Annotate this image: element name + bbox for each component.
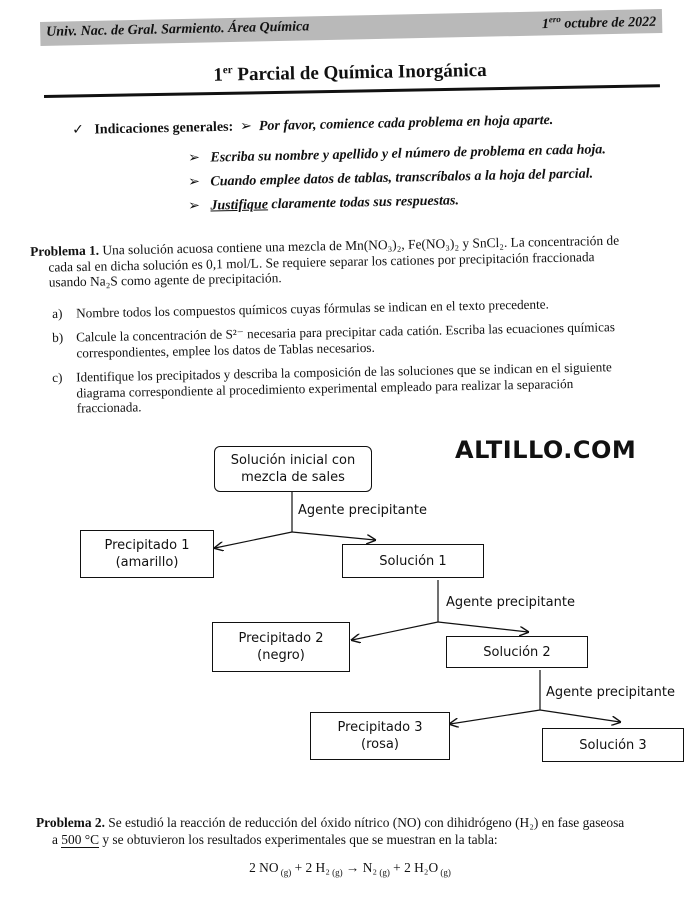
box-precipitado-1: Precipitado 1(amarillo) <box>80 530 214 578</box>
arrow-to-precipitado-2 <box>352 621 439 640</box>
box-precipitado-2: Precipitado 2(negro) <box>212 622 350 672</box>
arrow-to-solucion-3 <box>539 709 620 722</box>
box-solucion-1: Solución 1 <box>342 544 484 578</box>
arrow-to-solucion-2 <box>437 621 528 632</box>
box-precipitado-3: Precipitado 3(rosa) <box>310 712 450 760</box>
problema2-statement: Problema 2. Se estudió la reacción de re… <box>36 815 625 848</box>
problema2-label: Problema 2. <box>36 815 105 830</box>
label-agente-3: Agente precipitante <box>546 685 675 700</box>
reaction-equation: 2 NO (g) + 2 H₂ (g) → N₂ (g) + 2 H₂O (g) <box>249 860 451 878</box>
box-solucion-2: Solución 2 <box>446 636 588 668</box>
arrow-to-precipitado-1 <box>215 531 293 548</box>
label-agente-2: Agente precipitante <box>446 595 575 610</box>
arrow-to-solucion-1 <box>291 531 375 540</box>
label-agente-1: Agente precipitante <box>298 503 427 518</box>
temperature-value: 500 °C <box>61 832 100 848</box>
arrow-to-precipitado-3 <box>450 709 541 724</box>
box-solucion-3: Solución 3 <box>542 728 684 762</box>
watermark-logo: ALTILLO.COM <box>455 436 637 464</box>
reaction-arrow: → <box>342 860 363 875</box>
